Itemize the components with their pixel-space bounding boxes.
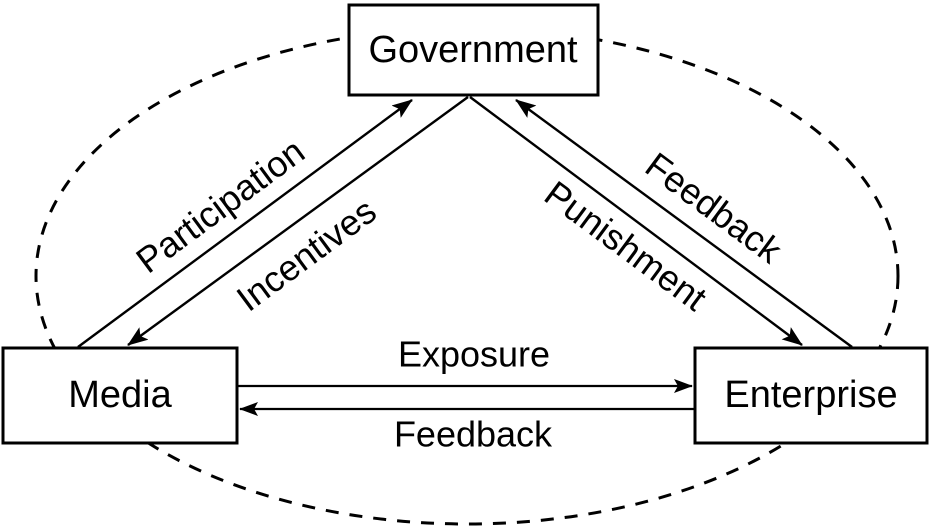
node-enterprise[interactable]: Enterprise — [693, 346, 929, 445]
edge-label-exposure: Exposure — [398, 334, 550, 375]
arrow-feedback-diagonal — [515, 99, 853, 348]
arrow-punishment — [469, 96, 803, 346]
enterprise-box[interactable] — [693, 346, 929, 445]
edge-media-to-government — [77, 99, 413, 348]
edge-label-feedback-horizontal: Feedback — [394, 414, 553, 455]
arrow-incentives — [127, 96, 469, 346]
government-box[interactable] — [347, 3, 600, 97]
node-government[interactable]: Government — [347, 3, 600, 97]
edge-government-to-media — [127, 96, 469, 346]
dashed-ellipse-loop — [34, 26, 900, 526]
arrow-participation — [77, 99, 413, 348]
media-label: Media — [68, 374, 172, 416]
node-media[interactable]: Media — [1, 346, 239, 445]
government-label: Government — [368, 29, 578, 71]
edge-government-to-enterprise — [469, 96, 803, 346]
edge-enterprise-to-government — [515, 99, 853, 348]
enterprise-label: Enterprise — [724, 374, 897, 416]
media-box[interactable] — [1, 346, 239, 445]
